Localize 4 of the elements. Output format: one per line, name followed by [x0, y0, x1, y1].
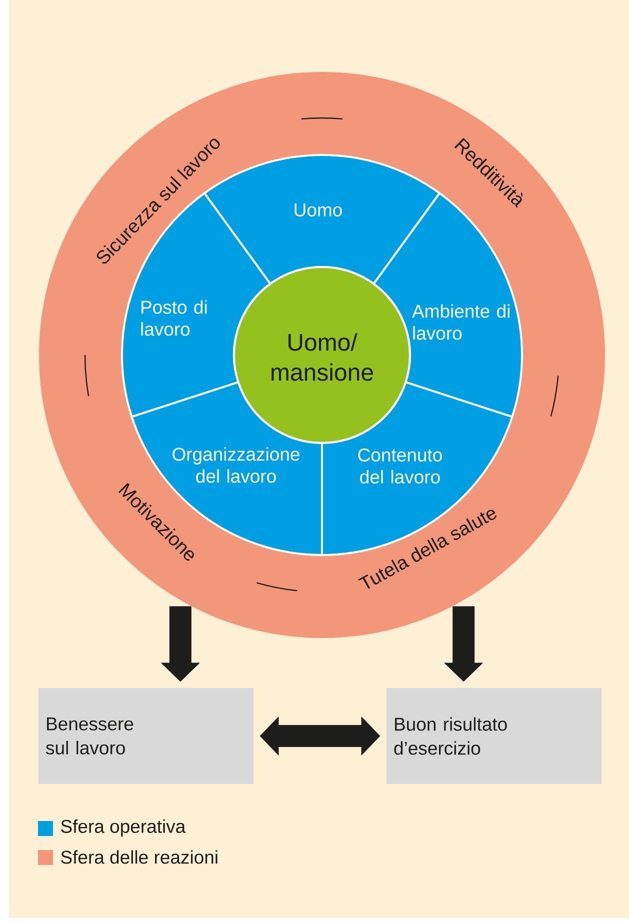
result-box: Buon risultato d’esercizio: [386, 688, 602, 784]
legend-label: Sfera operativa: [61, 819, 186, 837]
legend-label: Sfera delle reazioni: [61, 850, 218, 864]
result-box: Benessere sul lavoro: [38, 688, 254, 784]
